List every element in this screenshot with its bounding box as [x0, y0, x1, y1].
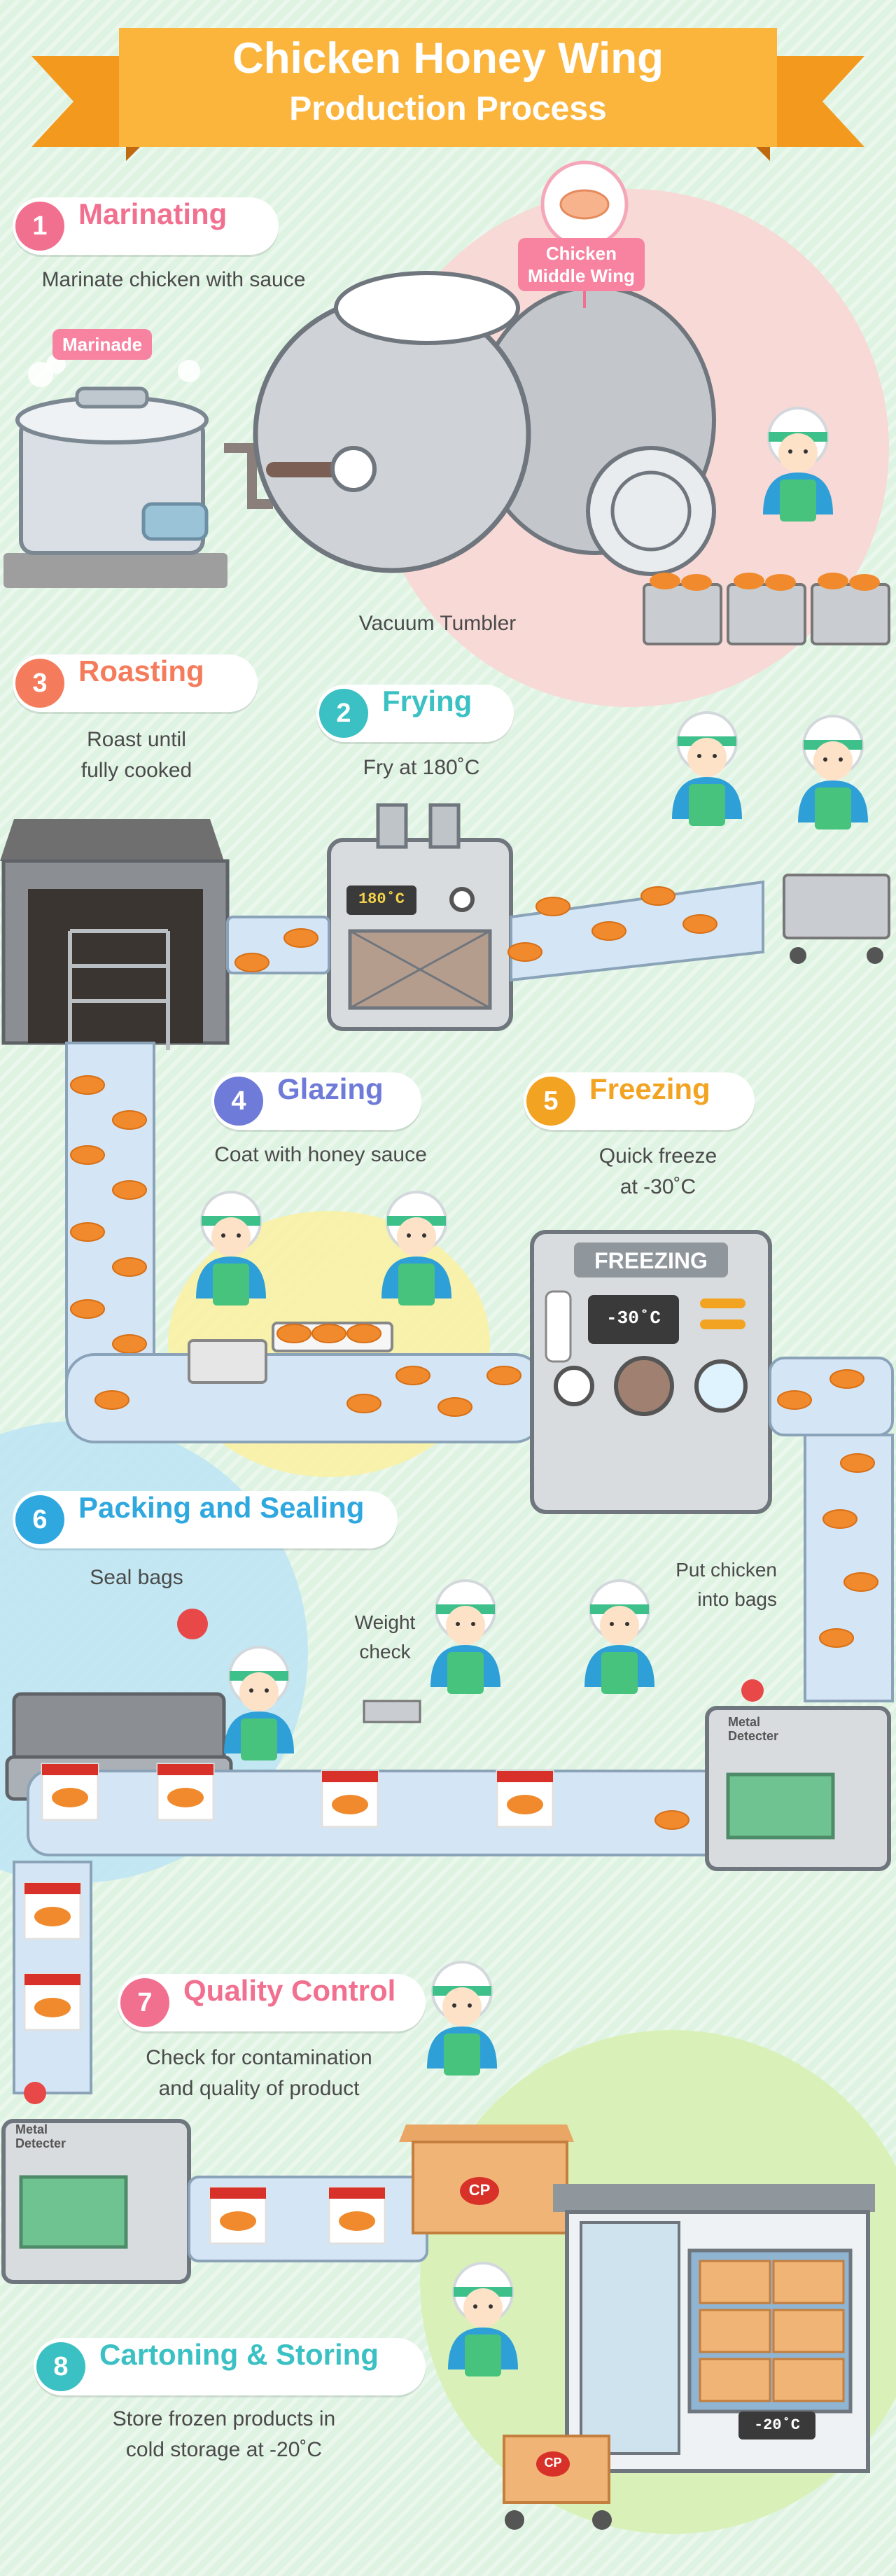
- conveyor-freezer-exit: [769, 1357, 894, 1702]
- metal-detector-2: [1, 2082, 191, 2284]
- marinated-wing-trays: [643, 573, 890, 645]
- step-freezing: 5 Freezing: [524, 1072, 755, 1130]
- cold-storage-room: [553, 2184, 875, 2473]
- step-number-1: 1: [15, 202, 64, 251]
- conveyor-bags-vertical: [13, 1861, 92, 2094]
- step-title-freezing: Freezing: [589, 1072, 710, 1105]
- step-number-6: 6: [15, 1495, 64, 1544]
- step-desc-cartoning-storing: Store frozen products in cold storage at…: [112, 2407, 336, 2461]
- step-desc-roasting: Roast until fully cooked: [80, 728, 192, 782]
- glazing-tray: [188, 1322, 393, 1384]
- fryer: [327, 803, 513, 1031]
- weight-scale: [363, 1700, 421, 1723]
- banner-subtitle: Production Process: [289, 90, 607, 127]
- worker-frying-1: [671, 711, 743, 827]
- chicken-middle-wing-label: Chicken Middle Wing: [518, 238, 645, 291]
- hand-truck: [503, 2435, 612, 2530]
- step-title-marinating: Marinating: [78, 197, 227, 230]
- conveyor-glazing: [65, 1353, 544, 1443]
- step-roasting: 3 Roasting: [13, 654, 258, 712]
- worker-frying-2: [797, 715, 869, 831]
- metal-detecter-label-1: Metal Detecter: [728, 1715, 779, 1743]
- carton-box-qc: [399, 2124, 574, 2234]
- banner-title: Chicken Honey Wing: [232, 34, 664, 83]
- pipe: [224, 443, 273, 509]
- step-desc-frying: Fry at 180˚C: [363, 756, 480, 779]
- vacuum-tumbler: [253, 271, 716, 576]
- weight-check-label: Weight check: [354, 1611, 416, 1662]
- worker-qc: [426, 1961, 498, 2077]
- step-packing-sealing: 6 Packing and Sealing: [13, 1491, 398, 1548]
- step-title-packing-sealing: Packing and Sealing: [78, 1491, 365, 1524]
- title-ribbon: [31, 28, 864, 161]
- step-number-3: 3: [15, 659, 64, 708]
- worker-weighing: [429, 1579, 502, 1695]
- cp-logo-carton: CP: [468, 2181, 491, 2199]
- step-title-glazing: Glazing: [277, 1072, 384, 1105]
- freezing-sign: FREEZING: [594, 1248, 708, 1273]
- step-marinating: 1 Marinating: [13, 197, 279, 255]
- cold-storage-temp-display: -20˚C: [753, 2416, 800, 2434]
- fryer-temp-display: 180˚C: [358, 890, 405, 908]
- step-number-7: 7: [120, 1978, 169, 2027]
- vacuum-tumbler-label: Vacuum Tumbler: [358, 612, 517, 635]
- marinade-pot: [4, 354, 227, 588]
- conveyor-packing: [27, 1763, 750, 1856]
- step-title-roasting: Roasting: [78, 654, 204, 687]
- step-number-4: 4: [214, 1077, 263, 1126]
- freezer-machine: [530, 1230, 772, 1514]
- put-chicken-label: Put chicken into bags: [676, 1559, 777, 1610]
- metal-detecter-label-2: Metal Detecter: [15, 2122, 66, 2150]
- conveyor-upper: [226, 880, 764, 982]
- step-title-cartoning-storing: Cartoning & Storing: [99, 2338, 379, 2371]
- conveyor-qc: [188, 2176, 428, 2262]
- step-cartoning-storing: 8 Cartoning & Storing: [34, 2338, 426, 2395]
- conveyor-vertical-left: [65, 1042, 155, 1380]
- step-frying: 2 Frying: [316, 685, 514, 742]
- step-desc-quality-control: Check for contamination and quality of p…: [146, 2046, 372, 2100]
- step-desc-freezing: Quick freeze at -30˚C: [598, 1144, 718, 1198]
- step-glazing: 4 Glazing: [211, 1072, 421, 1130]
- step-number-5: 5: [526, 1077, 575, 1126]
- step-desc-packing-sealing: Seal bags: [90, 1566, 183, 1589]
- step-title-quality-control: Quality Control: [183, 1974, 396, 2007]
- metal-detector-1: [705, 1679, 891, 1871]
- step-desc-marinating: Marinate chicken with sauce: [41, 268, 306, 291]
- frying-cart: [783, 874, 890, 964]
- cp-logo-hand-truck: CP: [544, 2456, 562, 2470]
- step-title-frying: Frying: [382, 685, 472, 718]
- roasting-oven: [0, 819, 230, 1050]
- freezer-temp-display: -30˚C: [606, 1308, 661, 1329]
- marinade-label: Marinade: [52, 329, 153, 360]
- step-number-8: 8: [36, 2342, 85, 2391]
- step-quality-control: 7 Quality Control: [118, 1974, 426, 2031]
- step-number-2: 2: [319, 689, 368, 738]
- step-desc-glazing: Coat with honey sauce: [214, 1143, 427, 1166]
